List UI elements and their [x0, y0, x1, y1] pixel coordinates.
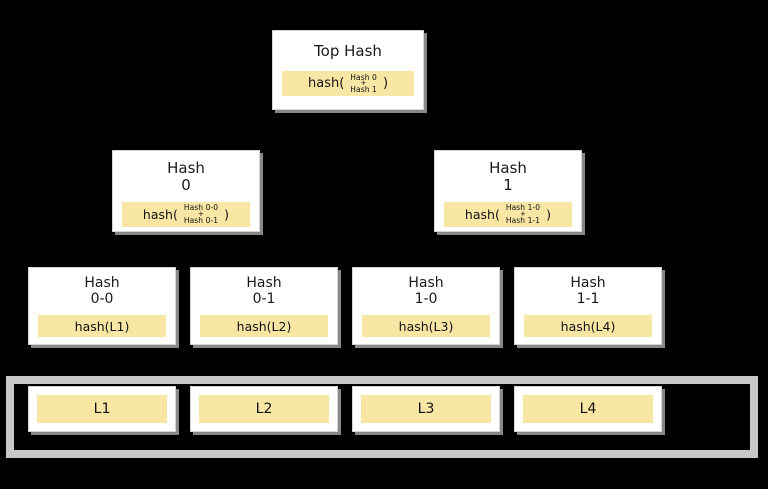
formula-plus: +	[198, 209, 204, 218]
data-block-l4-label: L4	[523, 395, 653, 423]
node-top-hash-label: Top Hash	[314, 42, 382, 60]
formula-plus: +	[360, 78, 367, 87]
node-hash-0-0[interactable]: Hash 0-0 hash(L1)	[28, 267, 176, 345]
formula-suffix: )	[382, 75, 389, 91]
data-block-l1-label: L1	[37, 395, 167, 423]
node-hash-1-1[interactable]: Hash 1-1 hash(L4)	[514, 267, 662, 345]
formula-arg-top: Hash 0-0	[183, 203, 219, 213]
node-hash-0-1[interactable]: Hash 0-1 hash(L2)	[190, 267, 338, 345]
data-block-l3[interactable]: L3	[352, 386, 500, 432]
data-block-l2-label: L2	[199, 395, 329, 423]
node-hash-0-0-formula: hash(L1)	[38, 315, 166, 338]
formula-prefix: hash(	[142, 206, 178, 222]
node-hash-1-0-label: Hash 1-0	[408, 275, 444, 307]
data-block-l2[interactable]: L2	[190, 386, 338, 432]
node-hash-1-1-body: Hash 1-1 hash(L4)	[515, 268, 661, 344]
formula-arg-bottom: Hash 1-1	[505, 215, 541, 225]
formula-arg-bottom: Hash 1	[350, 84, 377, 94]
formula-arg-bottom: Hash 0-1	[183, 215, 219, 225]
formula-arguments: Hash 1-0 + Hash 1-1	[506, 204, 540, 224]
node-hash-1-0-formula: hash(L3)	[362, 315, 490, 338]
data-block-l4[interactable]: L4	[514, 386, 662, 432]
node-hash-1-1-label: Hash 1-1	[570, 275, 606, 307]
node-hash-1-0[interactable]: Hash 1-0 hash(L3)	[352, 267, 500, 345]
node-hash-0-1-formula: hash(L2)	[200, 315, 328, 338]
node-hash-0[interactable]: Hash 0 hash( Hash 0-0 + Hash 0-1 )	[112, 150, 260, 232]
formula-arguments: Hash 0 + Hash 1	[350, 72, 377, 94]
node-hash-0-0-label: Hash 0-0	[84, 275, 120, 307]
data-block-l3-label: L3	[361, 395, 491, 423]
formula-prefix: hash(	[464, 206, 500, 222]
node-top-hash[interactable]: Top Hash hash( Hash 0 + Hash 1 )	[272, 30, 424, 110]
formula-plus: +	[520, 209, 526, 218]
node-hash-0-formula: hash( Hash 0-0 + Hash 0-1 )	[122, 201, 250, 227]
formula-suffix: )	[224, 206, 230, 222]
node-hash-0-body: Hash 0 hash( Hash 0-0 + Hash 0-1 )	[113, 151, 259, 231]
formula-prefix: hash(	[307, 75, 345, 91]
node-hash-0-label: Hash 0	[167, 159, 205, 194]
node-top-hash-body: Top Hash hash( Hash 0 + Hash 1 )	[273, 31, 423, 109]
formula-arg-top: Hash 0	[350, 72, 377, 82]
formula-suffix: )	[546, 206, 552, 222]
node-top-hash-formula: hash( Hash 0 + Hash 1 )	[282, 70, 414, 96]
node-hash-1-formula: hash( Hash 1-0 + Hash 1-1 )	[444, 201, 572, 227]
node-hash-0-1-body: Hash 0-1 hash(L2)	[191, 268, 337, 344]
data-block-l1[interactable]: L1	[28, 386, 176, 432]
node-hash-0-0-body: Hash 0-0 hash(L1)	[29, 268, 175, 344]
node-hash-1-body: Hash 1 hash( Hash 1-0 + Hash 1-1 )	[435, 151, 581, 231]
node-hash-1-1-formula: hash(L4)	[524, 315, 652, 338]
formula-arg-top: Hash 1-0	[505, 203, 541, 213]
node-hash-1-0-body: Hash 1-0 hash(L3)	[353, 268, 499, 344]
node-hash-1-label: Hash 1	[489, 159, 527, 194]
node-hash-1[interactable]: Hash 1 hash( Hash 1-0 + Hash 1-1 )	[434, 150, 582, 232]
formula-arguments: Hash 0-0 + Hash 0-1	[184, 204, 218, 224]
node-hash-0-1-label: Hash 0-1	[246, 275, 282, 307]
